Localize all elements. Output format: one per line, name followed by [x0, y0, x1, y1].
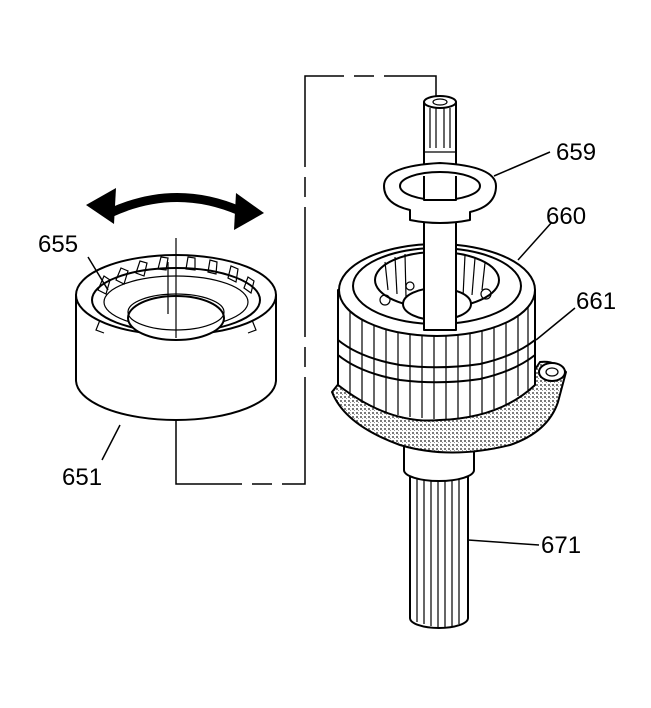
- callout-651: 651: [62, 464, 102, 491]
- callout-671: 671: [541, 532, 581, 559]
- output-shaft: [403, 439, 475, 629]
- leader-660: [517, 221, 553, 261]
- assembly-path-line: [175, 75, 437, 485]
- thrust-washer: [383, 162, 497, 224]
- callout-655: 655: [38, 231, 78, 258]
- rotation-arrow-icon: [86, 188, 264, 230]
- leader-661: [535, 307, 576, 341]
- leader-lines: [87, 151, 576, 546]
- leader-651: [101, 424, 121, 461]
- leader-659: [493, 151, 551, 177]
- sprag-bearing-assembly: [75, 238, 277, 421]
- leader-671: [467, 539, 540, 546]
- callout-660: 660: [546, 203, 586, 230]
- callout-659: 659: [556, 139, 596, 166]
- leader-655: [87, 256, 109, 291]
- callout-661: 661: [576, 288, 616, 315]
